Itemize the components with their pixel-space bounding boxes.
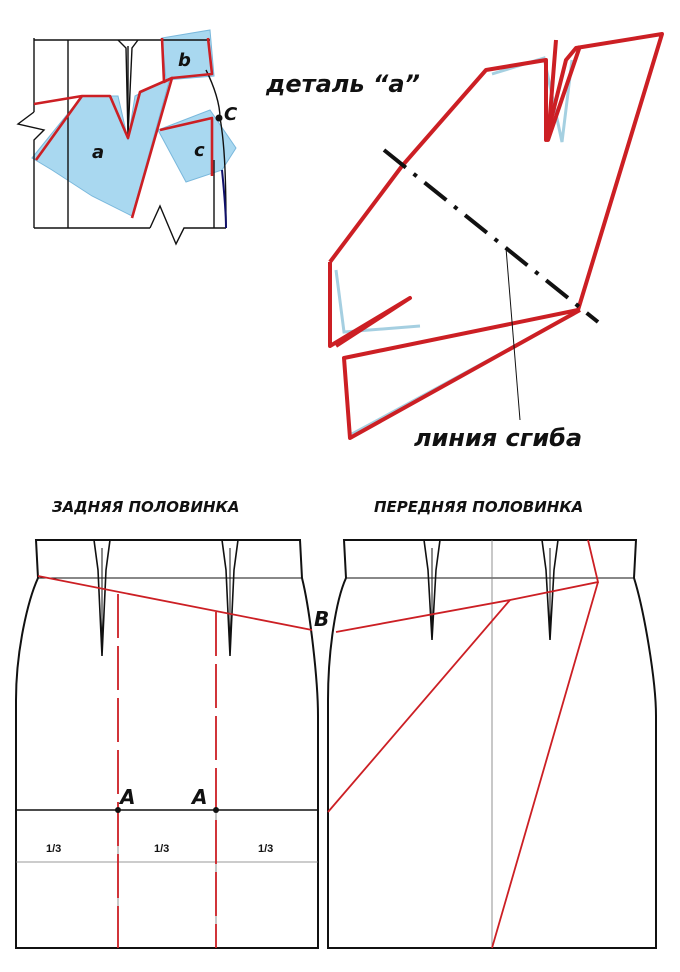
- piece-a-label: a: [92, 142, 104, 163]
- front-outline: [327, 539, 657, 949]
- back-half: A A B 1/3 1/3 1/3: [15, 539, 329, 949]
- back-outline: [15, 539, 319, 949]
- front-half-title: ПЕРЕДНЯЯ ПОЛОВИНКА: [374, 498, 583, 516]
- red-cut-b: [160, 37, 214, 84]
- point-a-left-label: A: [118, 785, 135, 809]
- front-red-diagonal-long: [491, 581, 599, 949]
- point-c-label: C: [224, 104, 238, 125]
- detail-a-outline: [328, 32, 664, 440]
- third-label-3: 1/3: [258, 843, 273, 855]
- fold-line: [382, 148, 600, 324]
- detail-a-dart-top: [546, 39, 582, 142]
- point-a-right-label: A: [190, 785, 207, 809]
- point-b-label: B: [314, 607, 329, 631]
- back-dart-left: [93, 539, 111, 657]
- fold-leader-line: [505, 247, 521, 421]
- red-cut-a-left: [34, 95, 84, 161]
- front-dart-right: [541, 539, 559, 641]
- detail-a: деталь “a” линия сгиба: [265, 32, 664, 452]
- front-dart-left: [423, 539, 441, 641]
- front-red-yoke-line: [335, 539, 600, 633]
- third-label-2: 1/3: [154, 843, 169, 855]
- piece-c-label: c: [194, 140, 205, 161]
- detail-a-title: деталь “a”: [265, 70, 420, 98]
- left-zigzag: [16, 111, 46, 228]
- detail-shadow-left: [334, 269, 421, 334]
- top-left-pattern: a b c C: [16, 29, 238, 246]
- side-curve-blue: [221, 169, 227, 229]
- bottom-zigzag: [149, 204, 226, 246]
- red-cut-c: [159, 116, 214, 176]
- front-red-diagonal-short: [327, 599, 511, 813]
- third-label-1: 1/3: [46, 843, 61, 855]
- back-dart-right: [221, 539, 239, 657]
- front-half: [327, 539, 657, 949]
- back-red-yoke-line: [37, 575, 313, 631]
- point-a-right-dot: [213, 807, 219, 813]
- point-a-left-dot: [115, 807, 121, 813]
- point-c-dot: [215, 114, 223, 122]
- piece-b-fill: [161, 29, 215, 81]
- piece-c-fill: [157, 109, 237, 183]
- back-half-title: ЗАДНЯЯ ПОЛОВИНКА: [52, 498, 239, 516]
- fold-line-label: линия сгиба: [414, 424, 582, 452]
- piece-b-label: b: [178, 50, 191, 71]
